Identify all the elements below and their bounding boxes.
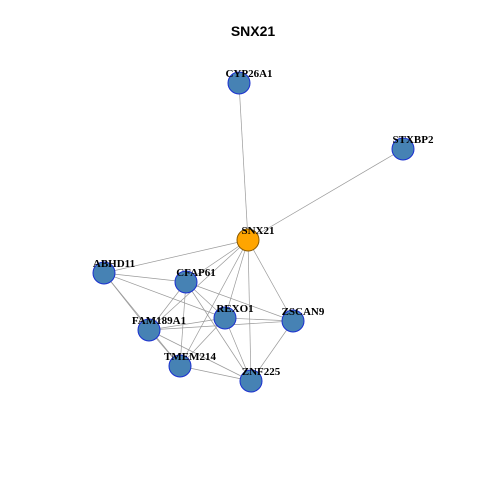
- node-tmem214[interactable]: [168, 354, 192, 378]
- edge-snx21-cfap61: [185, 239, 249, 283]
- node-znf225[interactable]: [239, 369, 263, 393]
- edge-cfap61-tmem214: [179, 281, 187, 367]
- edge-snx21-stxbp2: [247, 148, 404, 241]
- edge-rexo1-fam189a1: [148, 317, 226, 331]
- edge-snx21-abhd11: [103, 239, 249, 274]
- edge-snx21-tmem214: [179, 239, 249, 367]
- node-label-cyp26a1: CYP26A1: [225, 68, 272, 80]
- node-label-tmem214: TMEM214: [164, 351, 216, 363]
- node-label-stxbp2: STXBP2: [393, 134, 434, 146]
- edge-snx21-cyp26a1: [238, 82, 249, 241]
- node-abhd11[interactable]: [92, 261, 116, 285]
- edge-abhd11-tmem214: [103, 272, 181, 367]
- node-stxbp2[interactable]: [391, 137, 415, 161]
- edge-snx21-rexo1: [224, 239, 249, 319]
- node-label-cfap61: CFAP61: [176, 267, 216, 279]
- node-zscan9[interactable]: [281, 309, 305, 333]
- node-layer: [92, 71, 415, 393]
- node-cfap61[interactable]: [174, 270, 198, 294]
- edge-fam189a1-znf225: [148, 329, 252, 382]
- edge-zscan9-znf225: [250, 320, 294, 382]
- node-cyp26a1[interactable]: [227, 71, 251, 95]
- edge-snx21-fam189a1: [148, 239, 249, 331]
- edge-snx21-znf225: [247, 239, 252, 382]
- edge-snx21-zscan9: [247, 239, 294, 322]
- node-fam189a1[interactable]: [137, 318, 161, 342]
- edge-tmem214-znf225: [179, 365, 252, 382]
- node-label-znf225: ZNF225: [242, 366, 281, 378]
- node-label-rexo1: REXO1: [216, 303, 253, 315]
- node-label-snx21: SNX21: [241, 225, 274, 237]
- edge-cfap61-znf225: [185, 281, 252, 382]
- node-snx21[interactable]: [236, 228, 260, 252]
- node-label-zscan9: ZSCAN9: [282, 306, 325, 318]
- node-label-fam189a1: FAM189A1: [132, 315, 186, 327]
- node-rexo1[interactable]: [213, 306, 237, 330]
- node-label-abhd11: ABHD11: [93, 258, 135, 270]
- edge-abhd11-cfap61: [103, 272, 187, 283]
- graph-title: SNX21: [231, 23, 276, 39]
- edge-cfap61-zscan9: [185, 281, 294, 322]
